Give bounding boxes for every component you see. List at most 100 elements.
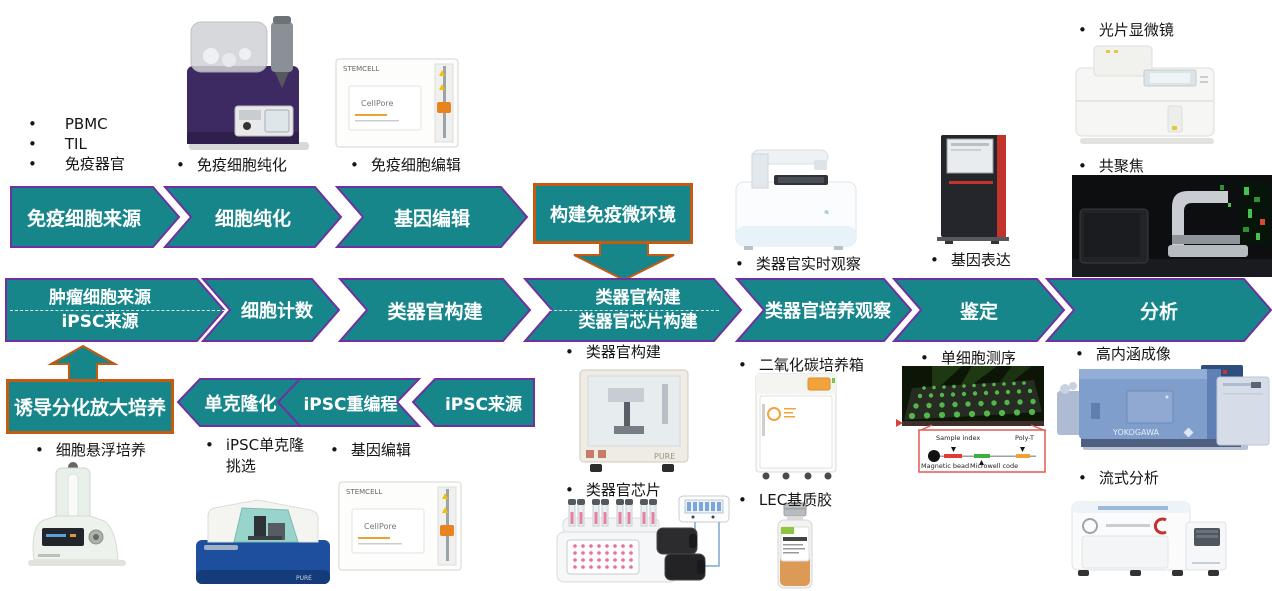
- bullet-label: 高内涵成像: [1095, 345, 1171, 363]
- red-pointer-icon: [895, 419, 905, 427]
- bullet-icon: •: [930, 251, 939, 269]
- arrow-label: 基因编辑: [393, 207, 470, 230]
- stemcell-brand-text: STEMCELL: [343, 65, 379, 73]
- co2-incubator-image: [750, 370, 842, 482]
- bullet-flow-analysis: • 流式分析: [1078, 468, 1159, 489]
- bullet-icon: •: [735, 255, 744, 273]
- arrow-organoid-construction: 类器官构建: [337, 278, 532, 342]
- dashed-divider: [10, 310, 225, 311]
- seq-label-sample-index: Sample index: [936, 434, 981, 442]
- bullet-organoid-construction: • 类器官构建: [565, 342, 661, 363]
- arrow-organoid-culture-observation: 类器官培养观察: [734, 278, 913, 342]
- arrow-label: 免疫细胞来源: [26, 207, 141, 230]
- cellpore-label-text: CellPore: [361, 99, 394, 108]
- bullet-suspension-culture: •细胞悬浮培养: [35, 440, 146, 461]
- arrow-analysis: 分析: [1044, 278, 1272, 342]
- bullet-label-line2: 挑选: [225, 457, 256, 475]
- lec-gel-bottle-image: [772, 502, 818, 591]
- arrow-label: iPSC来源: [444, 395, 522, 415]
- bullet-icon: •: [738, 491, 747, 509]
- organoid-live-imager-image: ≋: [730, 148, 865, 252]
- arrow-immune-cell-source: 免疫细胞来源: [10, 186, 181, 248]
- bullet-icon: •: [1078, 469, 1087, 487]
- bullet-label: 光片显微镜: [1098, 21, 1174, 39]
- bullet-high-content-imaging: • 高内涵成像: [1075, 344, 1171, 365]
- bullet-lightsheet-microscope: • 光片显微镜: [1078, 20, 1174, 41]
- bullet-gene-expression: •基因表达: [930, 250, 1011, 271]
- bullet-label: 流式分析: [1098, 469, 1159, 487]
- bullet-icon: •: [1078, 21, 1087, 39]
- cellpore-label-text-2: CellPore: [364, 522, 397, 531]
- seq-label-magnetic-bead: Magnetic bead: [921, 462, 970, 470]
- bullet-icon: •: [565, 343, 574, 361]
- gene-expression-instrument-image: [927, 133, 1020, 245]
- box-label: 构建免疫微环境: [550, 204, 676, 226]
- down-connector-arrow: [573, 241, 675, 282]
- bullet-organoid-live-observation: • 类器官实时观察: [735, 254, 861, 275]
- up-connector-arrow: [47, 344, 119, 381]
- stemcell-brand-text-2: STEMCELL: [346, 488, 382, 496]
- bullet-label: 免疫器官: [64, 155, 125, 173]
- arrow-label: 细胞纯化: [214, 207, 291, 230]
- seq-label-poly-t: Poly-T: [1015, 434, 1034, 442]
- bullet-icon: •: [28, 155, 37, 173]
- bullet-label: 单细胞测序: [940, 349, 1016, 367]
- bullet-single-cell-seq: • 单细胞测序: [920, 348, 1016, 369]
- bullet-icon: •: [565, 481, 574, 499]
- arrow-label-line2: iPSC来源: [61, 311, 139, 332]
- bullet-lec-gel: • LEC基质胶: [738, 490, 832, 511]
- bullet-icon: •: [28, 115, 37, 133]
- high-content-imager-image: YOKOGAWA: [1055, 363, 1272, 453]
- bullet-icon: •: [350, 156, 359, 174]
- cell-editing-device-image: STEMCELL CellPore: [335, 58, 459, 152]
- bullet-immune-cell-purification: •免疫细胞纯化: [176, 155, 287, 176]
- bullet-label: 二氧化碳培养箱: [758, 356, 864, 374]
- organoid-chip-setup-image: [553, 495, 735, 591]
- bullet-til: • TIL: [28, 134, 87, 155]
- arrow-identification: 鉴定: [891, 278, 1066, 342]
- bullet-icon: •: [330, 441, 339, 459]
- bullet-label: 类器官实时观察: [755, 255, 861, 273]
- arrow-label: 类器官培养观察: [765, 301, 891, 322]
- bullet-label: 共聚焦: [1098, 157, 1144, 175]
- single-cell-seq-photo: [902, 366, 1044, 426]
- bullet-label: 免疫细胞编辑: [370, 156, 461, 174]
- arrow-label: 单克隆化: [204, 393, 277, 415]
- flow-cytometer-image: [1068, 488, 1230, 580]
- arrow-label-line1: 肿瘤细胞来源: [49, 288, 151, 309]
- bullet-icon: •: [920, 349, 929, 367]
- bullet-icon: •: [1078, 157, 1087, 175]
- arrow-label: 鉴定: [959, 300, 998, 323]
- box-label: 诱导分化放大培养: [13, 397, 166, 419]
- arrow-label: 类器官构建: [387, 300, 483, 323]
- bullet-label: 类器官构建: [585, 343, 661, 361]
- bullet-pbmc: • PBMC: [28, 114, 108, 135]
- arrow-label-line2: 类器官芯片构建: [578, 311, 698, 332]
- bullet-co2-incubator: • 二氧化碳培养箱: [738, 355, 864, 376]
- pure-brand-text-2: PURE: [296, 575, 312, 582]
- confocal-microscope-image: [1072, 175, 1272, 277]
- bullet-label: 基因编辑: [350, 441, 411, 459]
- bullet-icon: •: [1075, 345, 1084, 363]
- gene-edit-device-image: STEMCELL CellPore: [338, 478, 462, 578]
- bullet-confocal: • 共聚焦: [1078, 156, 1144, 177]
- arrow-label: 分析: [1139, 300, 1178, 323]
- bullet-label: 类器官芯片: [585, 481, 661, 499]
- yokogawa-brand-text: YOKOGAWA: [1112, 428, 1160, 437]
- arrow-gene-editing: 基因编辑: [334, 186, 529, 248]
- arrow-ipsc-reprogramming: iPSC重编程: [276, 378, 422, 427]
- bullet-label: 细胞悬浮培养: [55, 441, 146, 459]
- bullet-label: LEC基质胶: [758, 491, 833, 509]
- bullet-label: TIL: [64, 135, 87, 153]
- arrow-organoid-and-chip-construction: 类器官构建 类器官芯片构建: [522, 278, 743, 342]
- arrow-cell-counting: 细胞计数: [200, 278, 341, 342]
- bullet-immune-cell-editing: • 免疫细胞编辑: [350, 155, 461, 176]
- bullet-icon: •: [28, 135, 37, 153]
- bullet-label: 免疫细胞纯化: [196, 156, 287, 174]
- bullet-icon: •: [738, 356, 747, 374]
- arrow-label: 细胞计数: [241, 301, 313, 322]
- bullet-label: PBMC: [64, 115, 108, 133]
- immune-cell-purifier-image: [183, 14, 318, 156]
- arrow-label-line1: 类器官构建: [595, 288, 681, 309]
